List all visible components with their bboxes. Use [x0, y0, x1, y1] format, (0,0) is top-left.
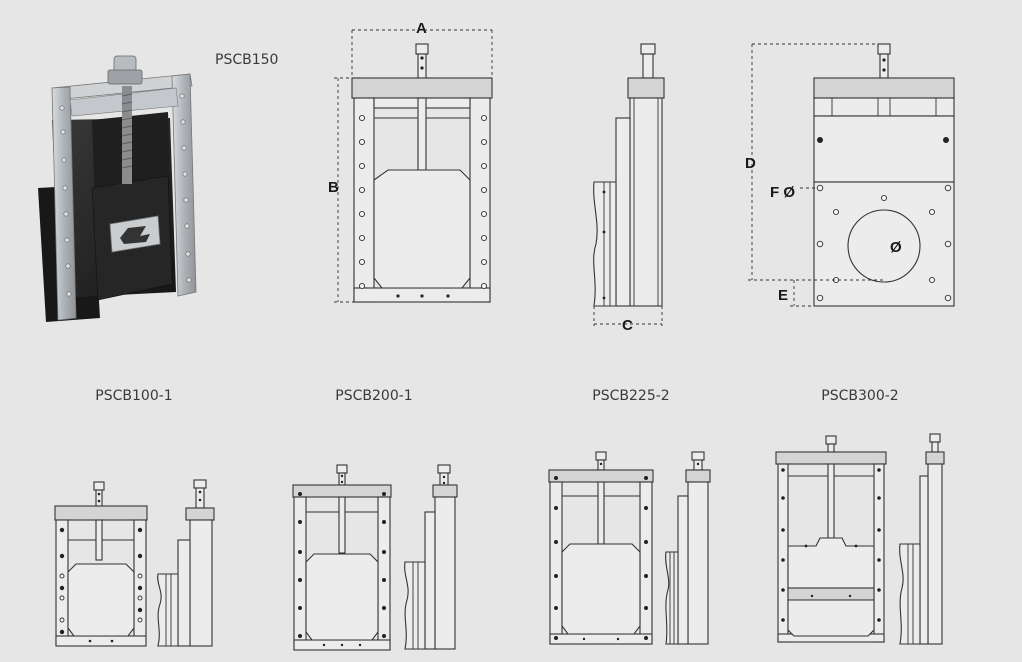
model-1-side-drawing [157, 479, 215, 647]
dimension-b-label: B [328, 179, 339, 196]
model-3-front-drawing [548, 451, 654, 645]
model-4-front-drawing [775, 435, 887, 643]
dimension-e-label: E [778, 287, 788, 304]
dimension-d-label: D [745, 155, 756, 172]
model-1-front-drawing [54, 481, 148, 647]
front-view-drawing [334, 29, 493, 303]
dimension-a-label: A [416, 20, 427, 37]
side-view-drawing [593, 43, 665, 326]
bore-diameter-label: Ø [890, 239, 902, 256]
flange-view-drawing [748, 43, 955, 307]
main-model-label: PSCB150 [215, 52, 278, 68]
model-label-3: PSCB225-2 [592, 388, 669, 404]
model-3-side-drawing [665, 451, 711, 645]
model-2-front-drawing [292, 464, 392, 651]
dimension-c-label: C [622, 317, 633, 334]
model-label-2: PSCB200-1 [335, 388, 412, 404]
product-photo [38, 55, 197, 322]
model-2-side-drawing [404, 464, 458, 650]
model-label-4: PSCB300-2 [821, 388, 898, 404]
model-4-side-drawing [899, 433, 945, 645]
dimension-f-label: F Ø [770, 184, 795, 201]
model-label-1: PSCB100-1 [95, 388, 172, 404]
